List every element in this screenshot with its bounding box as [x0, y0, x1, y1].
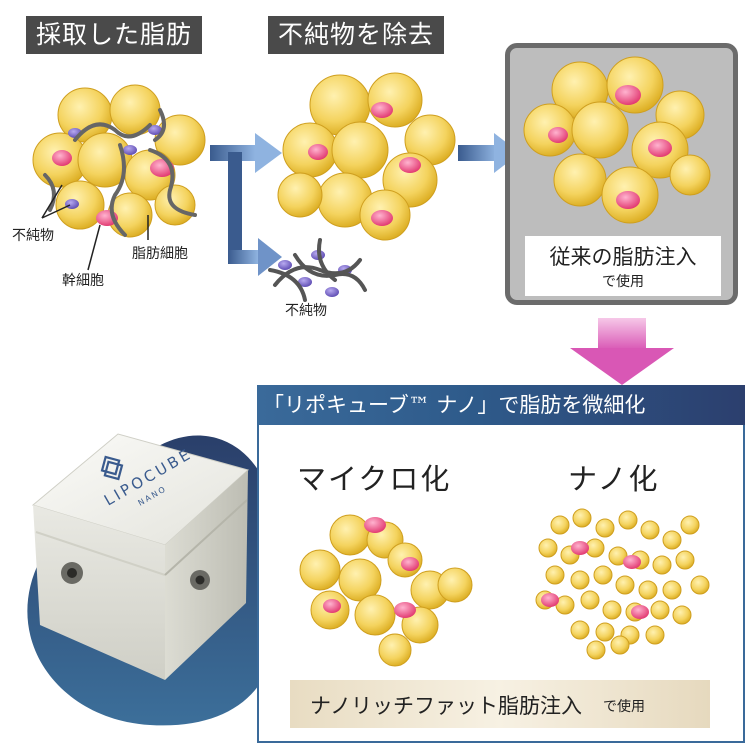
fat-cell	[55, 180, 105, 230]
impurity-particle	[148, 125, 162, 135]
impurity-particle	[123, 145, 137, 155]
stem-cell	[371, 102, 393, 118]
fat-cell	[277, 172, 323, 218]
conventional-caption-title: 従来の脂肪注入	[549, 245, 697, 269]
nano-label: ナノ化	[568, 462, 660, 496]
nano-caption: ナノリッチファット脂肪注入 で使用	[290, 680, 710, 728]
stem-cell	[399, 157, 421, 173]
impurity-strands	[43, 108, 197, 237]
impurity-particle	[298, 277, 312, 287]
impurity-label: 不純物	[12, 228, 54, 244]
step-harvested-title: 採取した脂肪	[26, 16, 203, 54]
conventional-caption: 従来の脂肪注入 で使用	[525, 236, 721, 296]
nano-caption-title: ナノリッチファット脂肪注入	[310, 694, 582, 718]
nano-banner: 「リポキューブ™ ナノ」で脂肪を微細化	[257, 385, 745, 425]
stem-cell-label: 幹細胞	[62, 273, 104, 289]
impurity-particle	[325, 287, 339, 297]
lipocube-device	[27, 433, 276, 726]
step-purified-title: 不純物を除去	[268, 16, 445, 54]
conventional-caption-sub: で使用	[602, 274, 644, 290]
pointer-lines	[41, 184, 149, 271]
fat-cell	[367, 72, 423, 128]
cell-clusters	[32, 72, 456, 297]
stem-cell	[371, 210, 393, 226]
stem-cell	[52, 150, 72, 166]
fat-cell-label: 脂肪細胞	[132, 246, 188, 262]
impurity-particle	[278, 260, 292, 270]
impurity-particle	[65, 199, 79, 209]
fat-cell	[331, 121, 389, 179]
stem-cell	[308, 144, 328, 160]
removed-impurity-strands	[268, 238, 367, 302]
process-arrows	[210, 133, 520, 276]
nano-caption-sub: で使用	[603, 699, 645, 715]
micro-label: マイクロ化	[297, 462, 452, 496]
removed-impurity-label: 不純物	[285, 303, 327, 319]
